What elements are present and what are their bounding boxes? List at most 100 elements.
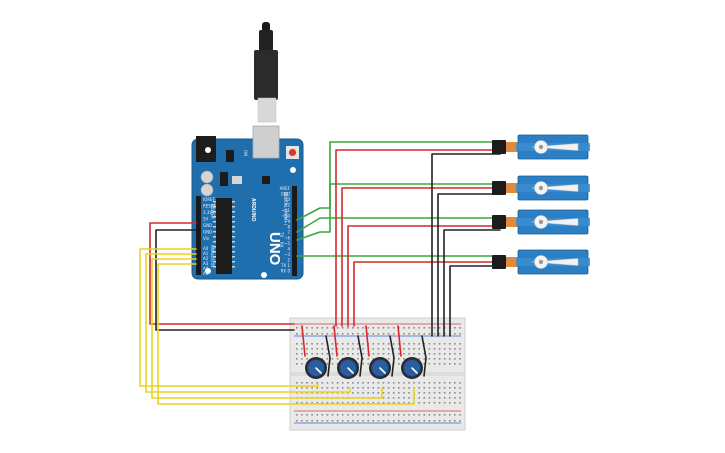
- breadboard-hole: [387, 353, 390, 355]
- breadboard-hole: [306, 402, 308, 404]
- wire-black-pot-2[interactable]: [357, 335, 363, 377]
- breadboard-hole: [296, 333, 298, 335]
- breadboard-hole: [301, 414, 303, 416]
- wire-red-5v[interactable]: [149, 222, 295, 325]
- reset-button-cap[interactable]: [288, 148, 297, 157]
- breadboard-hole: [443, 382, 446, 384]
- wire-yellow-a3[interactable]: [157, 263, 415, 405]
- breadboard-hole: [347, 387, 349, 389]
- breadboard-hole: [382, 397, 385, 399]
- wire-yellow-a0[interactable]: [139, 248, 319, 387]
- potentiometer[interactable]: [401, 357, 423, 379]
- breadboard-hole: [352, 402, 354, 404]
- wire-red-servo-4[interactable]: [353, 261, 501, 327]
- breadboard-hole: [296, 327, 298, 329]
- breadboard-hole: [331, 420, 334, 422]
- wire-red-pot-3[interactable]: [365, 325, 370, 357]
- breadboard-hole: [336, 358, 339, 360]
- on-led-label: ON: [243, 150, 248, 156]
- breadboard-hole: [423, 358, 426, 360]
- potentiometer[interactable]: [369, 357, 391, 379]
- breadboard-hole: [443, 348, 446, 350]
- wire-black-servo-4[interactable]: [449, 265, 501, 337]
- wire-red-servo-2[interactable]: [341, 187, 501, 327]
- wire-yellow-a1[interactable]: [145, 253, 351, 393]
- model-label: UNO: [266, 232, 283, 266]
- servo-motor[interactable]: [492, 175, 590, 201]
- breadboard-hole: [449, 358, 451, 360]
- breadboard-hole: [418, 392, 420, 394]
- breadboard-hole: [316, 387, 318, 389]
- breadboard-hole: [392, 327, 395, 329]
- wire-red-servo-3[interactable]: [347, 225, 501, 327]
- breadboard-hole: [454, 358, 456, 360]
- servo-horn[interactable]: [531, 184, 579, 192]
- wire-red-pot-1[interactable]: [301, 325, 306, 357]
- servo-horn[interactable]: [531, 218, 579, 226]
- breadboard-hole: [352, 348, 354, 350]
- breadboard-hole: [438, 363, 441, 365]
- servo-connector: [492, 215, 506, 229]
- breadboard-hole: [382, 333, 385, 335]
- breadboard-hole: [403, 343, 405, 345]
- breadboard-hole: [392, 348, 395, 350]
- breadboard-hole: [449, 387, 451, 389]
- breadboard-hole: [296, 402, 298, 404]
- wire-black-pot-1[interactable]: [325, 335, 331, 377]
- breadboard-hole: [413, 348, 415, 350]
- breadboard-hole: [398, 358, 400, 360]
- breadboard-hole: [449, 402, 451, 404]
- breadboard-hole: [418, 343, 420, 345]
- breadboard-hole: [362, 353, 364, 355]
- wire-black-gnd[interactable]: [155, 229, 295, 331]
- servo-horn[interactable]: [531, 258, 579, 266]
- servo-cable: [506, 217, 518, 227]
- wire-black-servo-3[interactable]: [443, 229, 501, 337]
- breadboard-hole: [357, 382, 359, 384]
- breadboard-hole: [352, 392, 354, 394]
- breadboard-hole: [377, 348, 380, 350]
- breadboard-hole: [438, 348, 441, 350]
- breadboard-hole: [372, 333, 375, 335]
- breadboard-hole: [377, 382, 380, 384]
- power-header: [196, 196, 201, 244]
- servo-screw: [538, 185, 544, 191]
- breadboard-hole: [403, 353, 405, 355]
- breadboard-hole: [403, 348, 405, 350]
- servo-motor[interactable]: [492, 134, 590, 160]
- wire-black-servo-1[interactable]: [431, 153, 501, 337]
- servo-horn[interactable]: [531, 143, 579, 151]
- breadboard-hole: [423, 333, 426, 335]
- wire-black-servo-2[interactable]: [437, 193, 501, 337]
- wire-red-pot-2[interactable]: [333, 325, 338, 357]
- wire-yellow-a2[interactable]: [151, 258, 383, 399]
- breadboard-hole: [423, 327, 426, 329]
- servo-connector: [492, 181, 506, 195]
- analog-header: [196, 244, 201, 275]
- breadboard-hole: [331, 348, 334, 350]
- breadboard-hole: [306, 420, 308, 422]
- breadboard-hole: [428, 420, 431, 422]
- potentiometer[interactable]: [305, 357, 327, 379]
- potentiometer[interactable]: [337, 357, 359, 379]
- breadboard-hole: [387, 414, 390, 416]
- breadboard-hole: [377, 333, 380, 335]
- wire-red-pot-4[interactable]: [397, 325, 402, 357]
- breadboard-hole: [352, 353, 354, 355]
- wire-red-servo-1[interactable]: [335, 149, 501, 327]
- breadboard-hole: [387, 382, 390, 384]
- breadboard-hole: [301, 348, 303, 350]
- breadboard-hole: [301, 343, 303, 345]
- wire-black-pot-4[interactable]: [421, 335, 427, 377]
- breadboard-hole: [347, 327, 349, 329]
- servo-motor[interactable]: [492, 249, 590, 275]
- wire-black-pot-3[interactable]: [389, 335, 395, 377]
- servo-motor[interactable]: [492, 209, 590, 235]
- breadboard-hole: [306, 348, 308, 350]
- wire-green-servo-3[interactable]: [296, 217, 501, 241]
- arduino-uno-board[interactable]: UNO ARDUINO POWER ANALOG IN DIGITAL (PWM…: [191, 125, 304, 280]
- breadboard-hole: [362, 402, 364, 404]
- knob-indicator: [315, 367, 322, 374]
- breadboard-hole: [443, 358, 446, 360]
- breadboard-hole: [377, 343, 380, 345]
